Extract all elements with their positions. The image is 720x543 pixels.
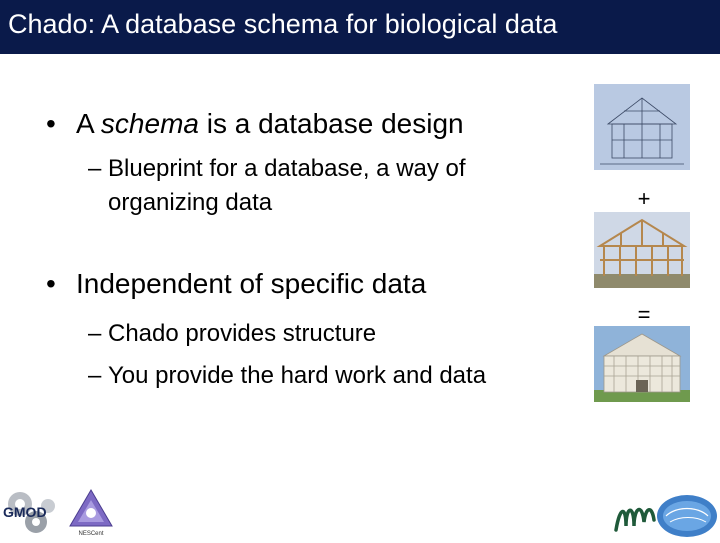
- house-frame-image: [594, 212, 690, 288]
- dash: –: [88, 320, 102, 347]
- bullet-2-text: Independent of specific data: [76, 268, 427, 299]
- squiggle-logo: [612, 496, 658, 536]
- bullet-dot: •: [46, 108, 56, 139]
- sub-2-1: Chado provides structure: [108, 320, 377, 347]
- bullet-1-emphasis: schema: [100, 108, 199, 139]
- bullet-1: • A schema is a database design: [46, 108, 464, 140]
- sub-1-line-2: organizing data: [108, 189, 273, 216]
- bullet-2: • Independent of specific data: [46, 268, 426, 300]
- sub-1-line-1: Blueprint for a database, a way of: [108, 155, 466, 182]
- globe-logo: [656, 494, 718, 538]
- gmod-logo-text: GMOD: [3, 504, 47, 520]
- title-bar: Chado: A database schema for biological …: [0, 0, 720, 54]
- dash: –: [88, 362, 102, 389]
- bullet-2-sub: –Chado provides structure –You provide t…: [88, 313, 486, 397]
- plus-sign: +: [637, 186, 651, 211]
- dash: –: [88, 155, 102, 182]
- slide-title: Chado: A database schema for biological …: [8, 9, 558, 39]
- bullet-dot: •: [46, 268, 56, 299]
- sub-2-2: You provide the hard work and data: [108, 362, 487, 389]
- cathedral-image: [594, 326, 690, 402]
- nescent-logo-text: NESCent: [78, 531, 103, 537]
- gmod-logo: GMOD: [0, 484, 68, 538]
- nescent-logo: NESCent: [68, 488, 114, 538]
- bullet-1-sub: –Blueprint for a database, a way of orga…: [88, 152, 466, 220]
- bullet-1-pre: A: [76, 108, 101, 139]
- bullet-1-post: is a database design: [198, 108, 464, 139]
- equals-sign: =: [637, 302, 651, 327]
- blueprint-image: [594, 84, 690, 170]
